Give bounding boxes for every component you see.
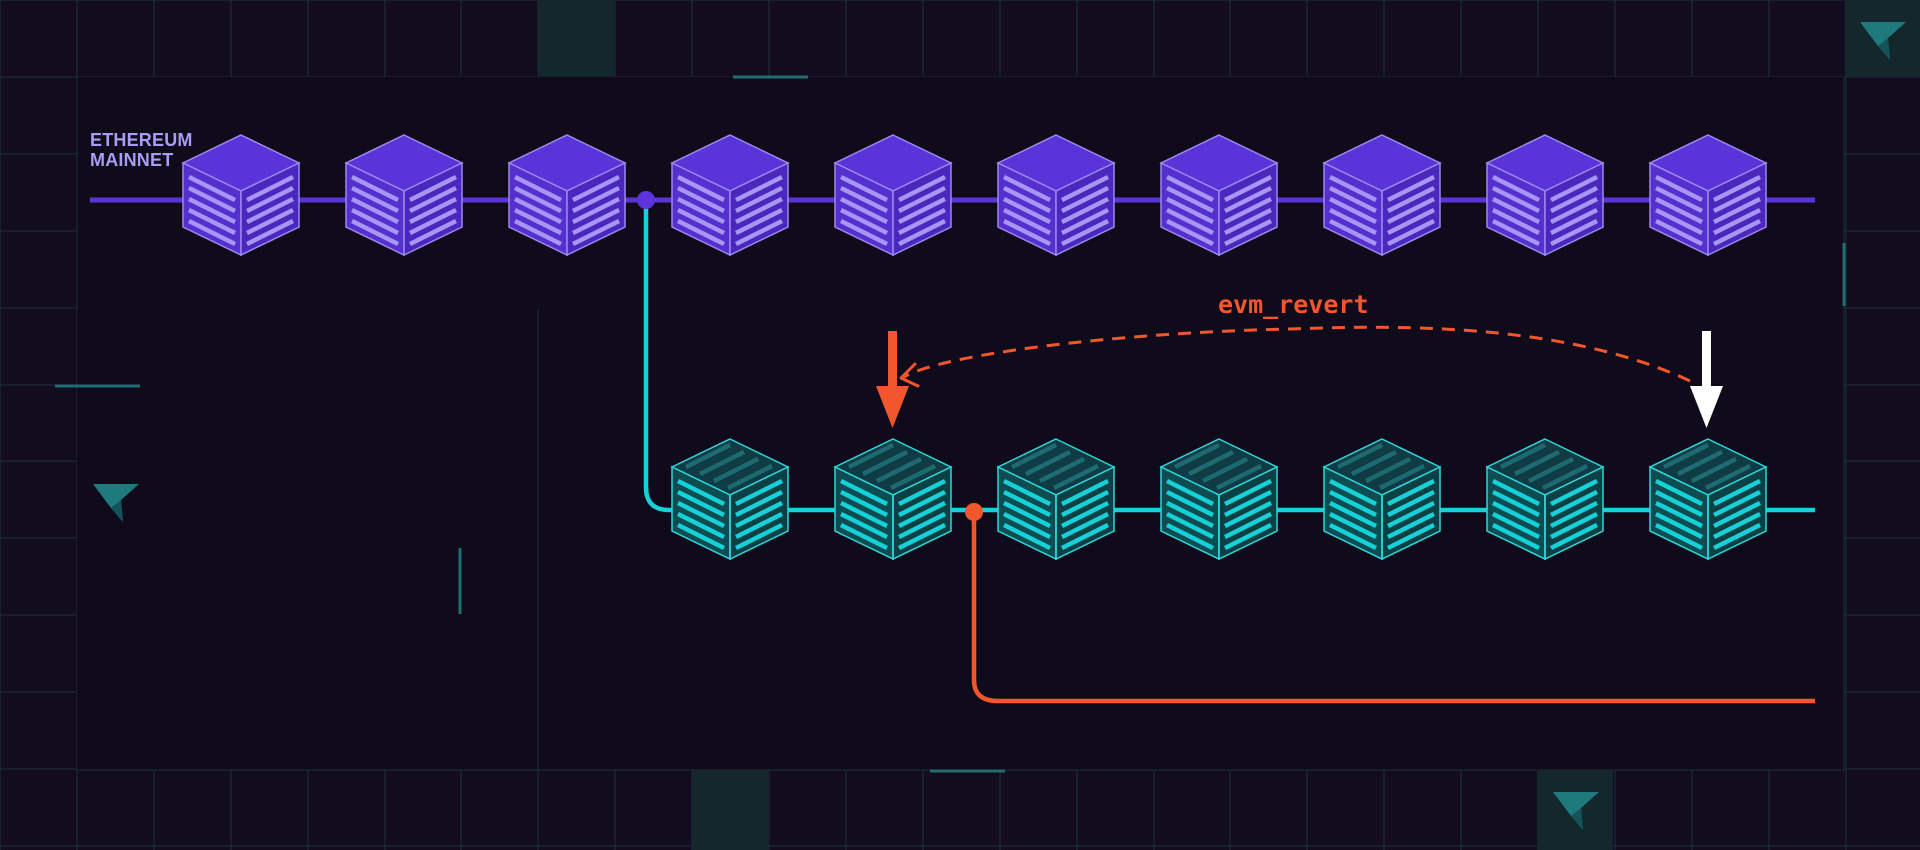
revert-arc: [903, 325, 1691, 383]
revert-label: evm_revert: [1218, 290, 1369, 319]
mainnet-label-line2: MAINNET: [90, 150, 173, 170]
fork-branch-line: [643, 200, 1815, 513]
down-arrow-icon: [1690, 331, 1723, 428]
fork-point-dot: [637, 191, 655, 209]
mainnet-label-line1: ETHEREUM: [90, 130, 193, 150]
down-arrow-icon: [876, 331, 909, 428]
revert-point-dot: [965, 503, 983, 521]
revert-line: [971, 512, 1815, 704]
revert-arrowhead: [899, 362, 920, 388]
accent-marks: [55, 75, 1846, 773]
